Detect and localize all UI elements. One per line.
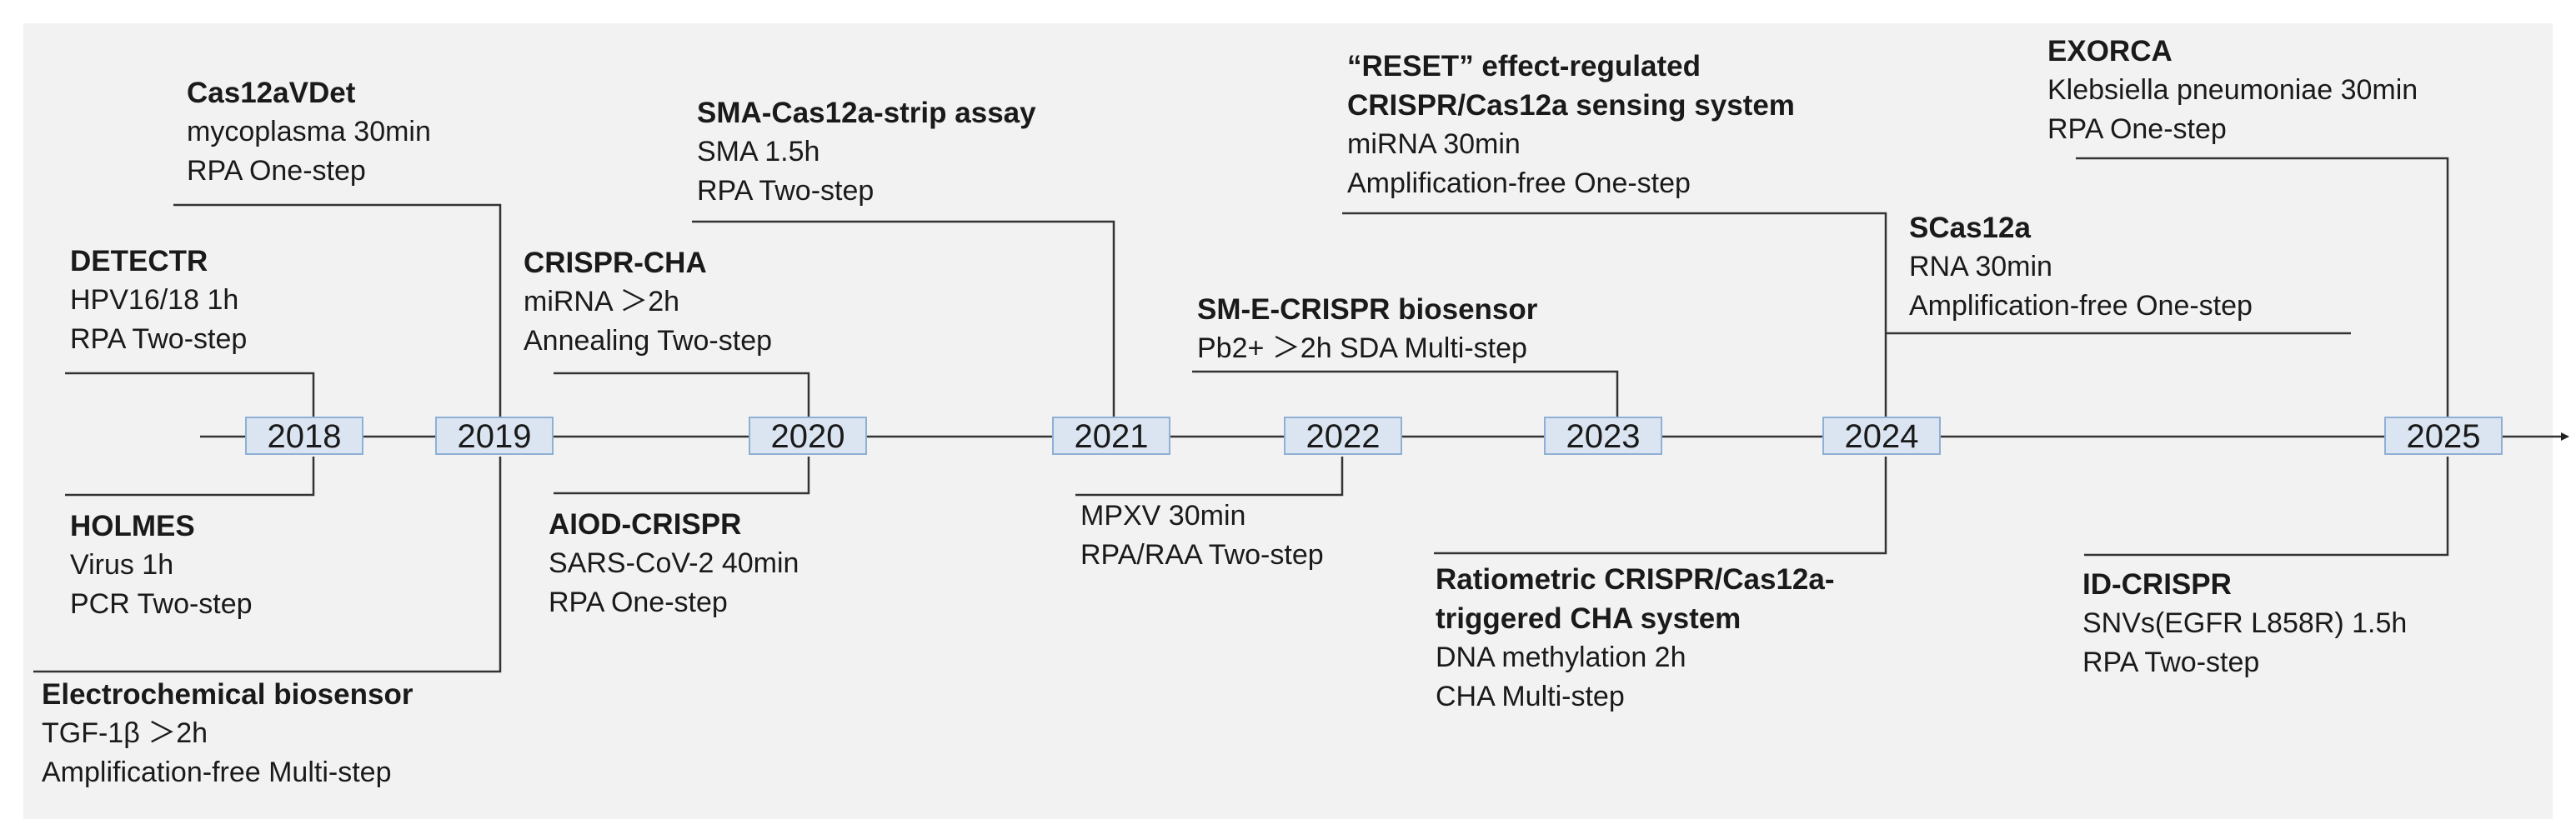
method-electrochemical-biosensor: Electrochemical biosensor TGF-1β ＞2h Amp… [42,675,413,792]
method-detail: RPA One-step [549,587,728,618]
connector-sm-e [1192,370,1619,417]
year-2021: 2021 [1052,417,1170,455]
method-title: CRISPR-CHA [524,247,707,279]
method-detail: SARS-CoV-2 40min [549,547,799,579]
connector-detectr [65,372,315,417]
method-id-crispr: ID-CRISPR SNVs(EGFR L858R) 1.5h RPA Two-… [2082,565,2407,682]
method-title: AIOD-CRISPR [549,508,742,541]
method-detail: TGF-1β ＞2h [42,717,208,749]
connector-sma [692,220,1115,417]
method-detail: RPA One-step [187,155,366,187]
year-2023: 2023 [1544,417,1662,455]
method-title: Electrochemical biosensor [42,678,413,711]
method-reset-effect: “RESET” effect-regulated CRISPR/Cas12a s… [1347,47,1795,203]
connector-cas12avdet [173,203,502,417]
method-detail: SNVs(EGFR L858R) 1.5h [2082,607,2408,639]
method-detail: Amplification-free Multi-step [42,757,392,788]
connector-holmes [65,457,315,497]
method-detectr: DETECTR HPV16/18 1h RPA Two-step [70,242,247,359]
method-detail: RPA Two-step [697,175,875,207]
method-title: ID-CRISPR [2082,568,2232,601]
method-detail: SMA 1.5h [697,136,820,167]
method-detail: HPV16/18 1h [70,284,239,316]
method-detail: PCR Two-step [70,588,253,620]
method-title-line2: CRISPR/Cas12a sensing system [1347,89,1795,122]
connector-electrochemical [33,457,502,673]
method-detail: miRNA ＞2h [524,286,680,317]
method-title: Cas12aVDet [187,77,356,109]
method-detail: miRNA 30min [1347,128,1521,160]
method-aiod-crispr: AIOD-CRISPR SARS-CoV-2 40min RPA One-ste… [549,505,799,622]
method-detail: Pb2+ ＞2h SDA Multi-step [1197,332,1527,364]
method-detail: Amplification-free One-step [1347,167,1691,199]
year-2020: 2020 [749,417,867,455]
method-detail: Amplification-free One-step [1909,290,2253,322]
method-detail: RPA/RAA Two-step [1080,539,1324,571]
method-detail: RPA Two-step [70,323,248,355]
method-cas12avdet: Cas12aVDet mycoplasma 30min RPA One-step [187,73,431,191]
year-2022: 2022 [1284,417,1402,455]
method-detail: RPA Two-step [2082,647,2260,678]
connector-exorca [2076,157,2449,417]
method-detail: Annealing Two-step [524,325,773,357]
method-sma-cas12a-strip: SMA-Cas12a-strip assay SMA 1.5h RPA Two-… [697,93,1036,211]
method-title: Ratiometric CRISPR/Cas12a- [1436,563,1835,596]
method-holmes: HOLMES Virus 1h PCR Two-step [70,507,253,624]
method-detail: mycoplasma 30min [187,116,431,147]
year-2019: 2019 [435,417,554,455]
method-detail: RPA One-step [2047,113,2227,145]
connector-crispr-cha [554,372,810,417]
method-title-line2: triggered CHA system [1436,602,1742,635]
connector-id-crispr [2084,457,2449,557]
method-sm-e-crispr: SM-E-CRISPR biosensor Pb2+ ＞2h SDA Multi… [1197,290,1537,368]
year-2025: 2025 [2384,417,2503,455]
method-detail: Klebsiella pneumoniae 30min [2047,74,2418,106]
connector-aiod [554,457,810,495]
connector-mpxv [1075,457,1344,497]
method-detail: DNA methylation 2h [1436,642,1686,673]
method-title: DETECTR [70,245,208,277]
method-title: EXORCA [2047,35,2173,67]
method-exorca: EXORCA Klebsiella pneumoniae 30min RPA O… [2047,32,2418,149]
method-scas12a: SCas12a RNA 30min Amplification-free One… [1909,208,2253,326]
year-2018: 2018 [245,417,363,455]
method-title: SMA-Cas12a-strip assay [697,97,1036,129]
year-2024: 2024 [1822,417,1941,455]
method-crispr-cha: CRISPR-CHA miRNA ＞2h Annealing Two-step [524,243,772,361]
method-detail: CHA Multi-step [1436,681,1625,712]
method-detail: RNA 30min [1909,251,2052,282]
method-ratiometric: Ratiometric CRISPR/Cas12a- triggered CHA… [1436,560,1835,717]
connector-ratiometric [1434,457,1887,555]
method-detail: Virus 1h [70,549,174,581]
method-title: SM-E-CRISPR biosensor [1197,293,1538,326]
connector-reset [1342,212,1887,417]
method-mpxv: MPXV 30min RPA/RAA Two-step [1080,497,1324,575]
method-title: SCas12a [1909,212,2031,244]
method-title: HOLMES [70,510,195,542]
method-title: “RESET” effect-regulated [1347,50,1701,82]
method-detail: MPXV 30min [1080,500,1246,532]
